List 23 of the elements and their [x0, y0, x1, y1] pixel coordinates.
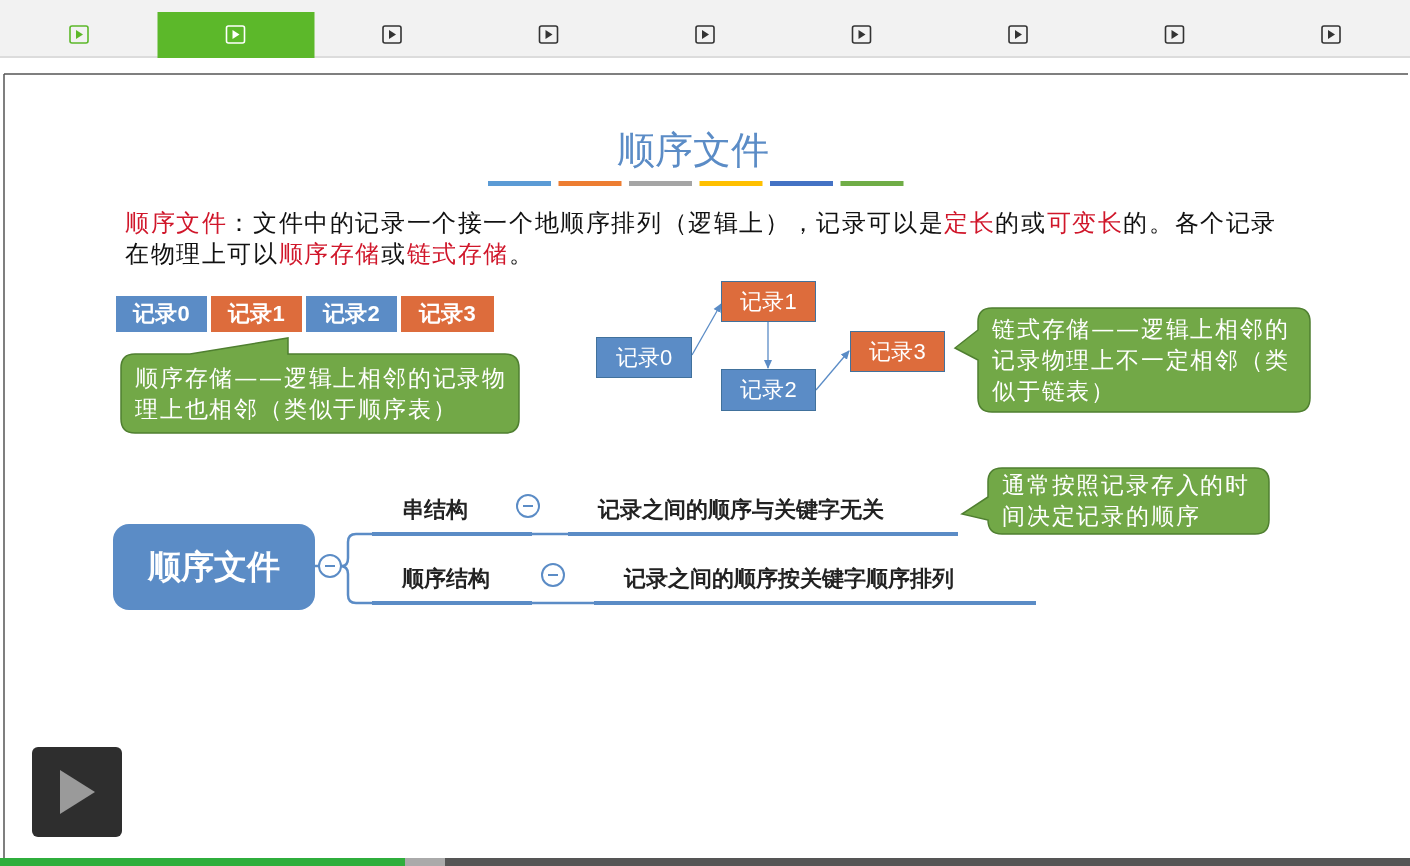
branch-line — [532, 601, 594, 605]
callout-bubble: 通常按照记录存入的时间决定记录的顺序 — [962, 468, 1269, 534]
record-box: 记录2 — [721, 369, 816, 411]
topic-label: 串结构 — [372, 488, 532, 536]
arrow — [691, 303, 722, 356]
record-box: 记录3 — [850, 331, 945, 372]
callout-bubble: 链式存储——逻辑上相邻的记录物理上不一定相邻（类似于链表） — [955, 308, 1310, 412]
record-box: 记录3 — [400, 295, 495, 333]
branch-line — [341, 532, 372, 568]
title: 顺序文件 — [616, 127, 770, 174]
record-box: 记录0 — [115, 295, 208, 333]
record-box: 记录0 — [596, 337, 692, 378]
record-box: 记录1 — [721, 281, 816, 322]
topic-label: 记录之间的顺序按关键字顺序排列 — [594, 557, 1036, 605]
record-box: 记录2 — [305, 295, 398, 333]
arrow — [815, 350, 850, 391]
topic-label: 记录之间的顺序与关键字无关 — [568, 488, 958, 536]
topic-label: 顺序结构 — [372, 557, 532, 605]
branch-line — [532, 532, 568, 536]
callout-bubble: 顺序存储——逻辑上相邻的记录物理上也相邻（类似于顺序表） — [121, 338, 519, 433]
paragraph: 顺序文件：文件中的记录一个接一个地顺序排列（逻辑上），记录可以是定长的或可变长的。各个记录在物理上可以顺序存储或链式存储。 — [125, 208, 1279, 270]
arrow — [764, 321, 772, 369]
record-box: 记录1 — [210, 295, 303, 333]
